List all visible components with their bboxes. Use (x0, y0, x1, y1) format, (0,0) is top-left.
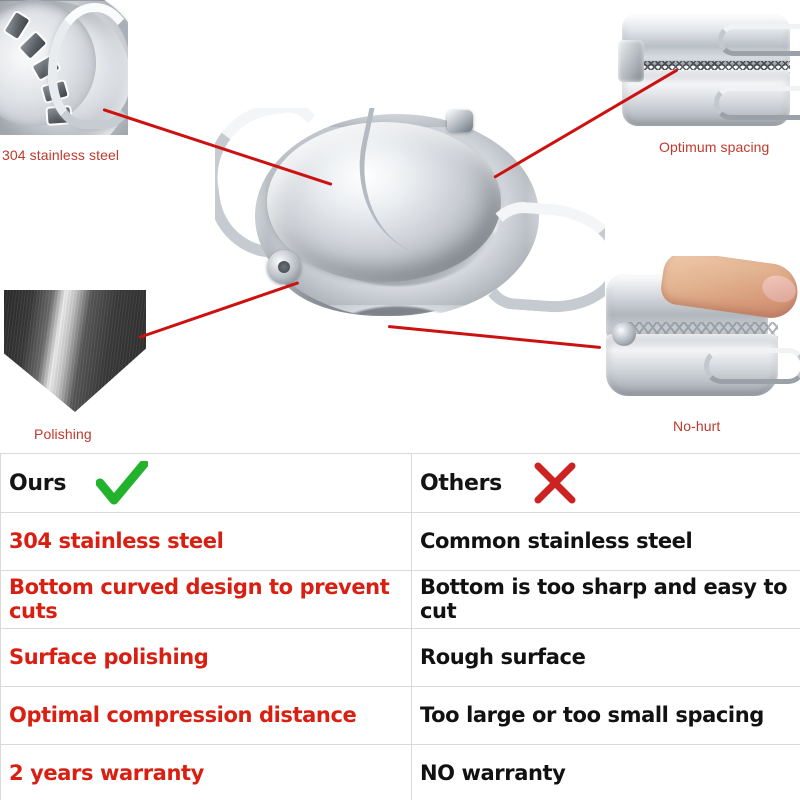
cross-icon (534, 462, 576, 504)
comparison-table: Ours Others 304 stainless steel Common stai… (0, 453, 800, 800)
feature-others: Too large or too small spacing (420, 702, 764, 727)
check-icon (96, 461, 149, 505)
feature-others: Bottom is too sharp and easy to cut (420, 575, 788, 623)
feature-others: Common stainless steel (420, 528, 693, 553)
table-cell-ours-3: Optimal compression distance (0, 686, 412, 745)
table-row: Optimal compression distance Too large or… (0, 686, 800, 745)
feature-others: Rough surface (420, 644, 586, 669)
table-header-cell-ours: Ours (0, 453, 412, 513)
press-handle-shape (718, 24, 800, 56)
table-header-row: Ours Others (0, 453, 800, 513)
press-lower-body-shape (606, 334, 778, 396)
photo-main-product (215, 108, 605, 376)
table-cell-others-1: Bottom is too sharp and easy to cut (411, 570, 800, 629)
callout-label-polishing: Polishing (34, 426, 92, 442)
table-row: 304 stainless steel Common stainless stee… (0, 512, 800, 571)
press-handle-shape (475, 199, 605, 317)
feature-ours: 2 years warranty (9, 760, 204, 785)
press-hinge-shape (267, 250, 301, 284)
feature-ours: Optimal compression distance (9, 702, 357, 727)
table-cell-others-3: Too large or too small spacing (411, 686, 800, 745)
comparison-table-body: Ours Others 304 stainless steel Common stai… (0, 453, 800, 800)
table-cell-ours-0: 304 stainless steel (0, 512, 412, 571)
photo-optimum-spacing (610, 4, 800, 136)
press-knob-shape (447, 110, 473, 132)
table-header-label-others: Others (420, 470, 502, 496)
feature-ours: Surface polishing (9, 644, 209, 669)
table-cell-others-2: Rough surface (411, 628, 800, 687)
press-handle-shape (704, 348, 800, 384)
table-cell-others-4: NO warranty (411, 744, 800, 800)
table-row: Bottom curved design to prevent cuts Bott… (0, 570, 800, 629)
table-header-cell-others: Others (411, 453, 800, 513)
press-upper-body-shape (622, 14, 790, 66)
callout-label-no-hurt: No-hurt (673, 418, 721, 434)
photo-no-hurt-hand (596, 256, 800, 408)
table-cell-others-0: Common stainless steel (411, 512, 800, 571)
table-row: 2 years warranty NO warranty (0, 744, 800, 800)
press-hinge-shape (612, 322, 636, 346)
feature-others: NO warranty (420, 760, 566, 785)
photo-stainless-steel-edge (0, 0, 128, 135)
table-cell-ours-2: Surface polishing (0, 628, 412, 687)
feature-ours: 304 stainless steel (9, 528, 224, 553)
product-illustration-area: 304 stainless steel Optimum spacing Poli… (0, 0, 800, 442)
press-handle-shape (48, 3, 128, 129)
table-row: Surface polishing Rough surface (0, 628, 800, 687)
callout-label-optimum-spacing: Optimum spacing (659, 139, 770, 155)
table-cell-ours-4: 2 years warranty (0, 744, 412, 800)
callout-label-stainless-steel: 304 stainless steel (2, 147, 120, 163)
photo-polishing-swatch (4, 290, 146, 412)
press-bowl-shape (267, 122, 501, 282)
press-handle-shape (714, 86, 800, 120)
feature-ours: Bottom curved design to prevent cuts (9, 575, 390, 623)
press-latch-shape (618, 40, 644, 82)
polished-steel-surface-shape (4, 290, 146, 412)
table-header-label-ours: Ours (9, 470, 67, 496)
table-cell-ours-1: Bottom curved design to prevent cuts (0, 570, 412, 629)
